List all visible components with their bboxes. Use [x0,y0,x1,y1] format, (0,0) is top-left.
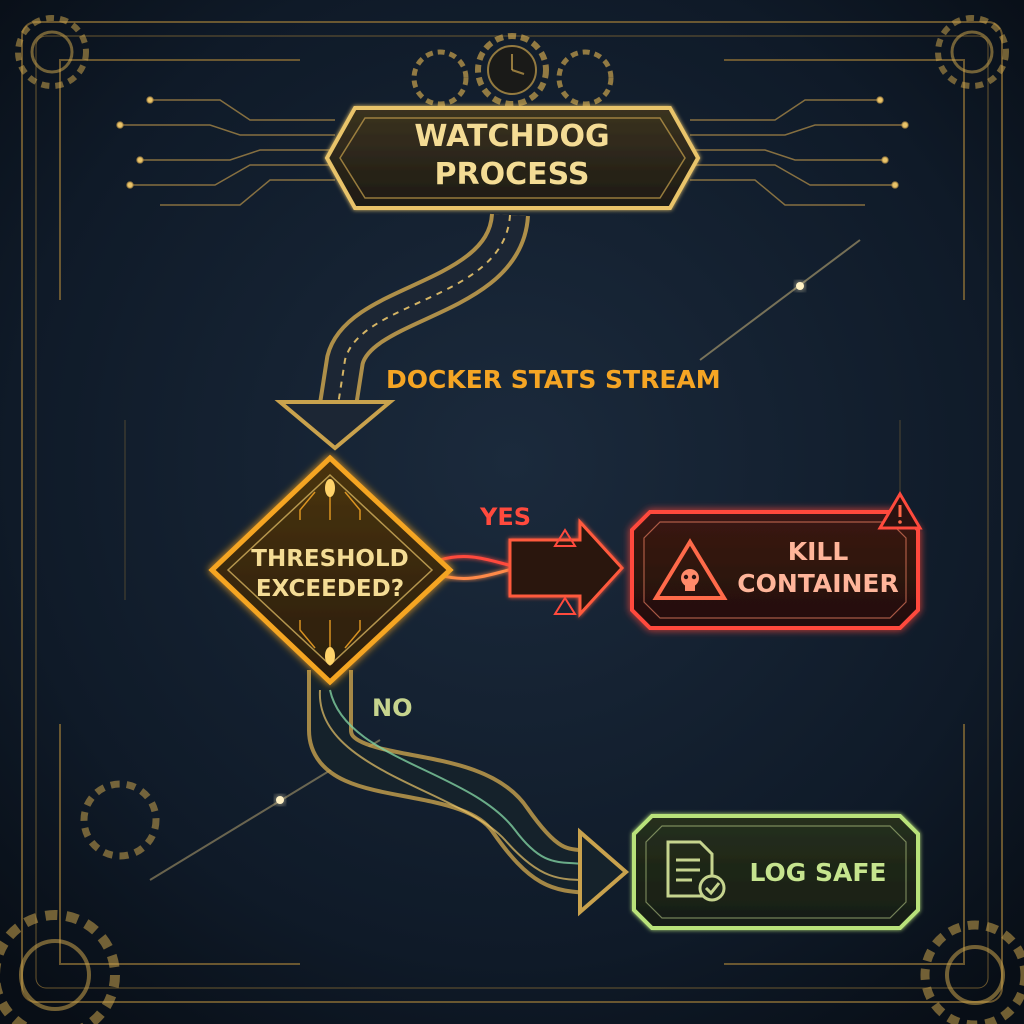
circuit-icon [299,479,361,665]
node-decision-line2: EXCEEDED? [256,576,404,602]
node-start-line1: WATCHDOG [414,119,609,154]
skull-warning-icon [652,538,728,600]
node-watchdog-process: WATCHDOG PROCESS [324,106,701,210]
edge-yes: YES [439,503,625,618]
node-threshold-decision: THRESHOLD EXCEEDED? [208,454,454,686]
clock-gear-icon [411,33,614,107]
edge-no: NO [307,670,630,917]
gear-icon [0,780,160,1024]
node-kill-line2: CONTAINER [737,569,899,598]
stream-arrowhead [274,400,396,451]
warning-icon [877,491,923,530]
circuit-traces [116,96,909,206]
node-kill-line1: KILL [788,537,849,566]
edge-label-no: NO [372,694,413,722]
node-kill-container: KILL CONTAINER [630,491,923,630]
no-arrowhead [578,827,630,917]
node-safe-label: LOG SAFE [749,858,886,887]
warning-icon [553,528,577,615]
edge-label-yes: YES [479,503,531,531]
node-log-safe: LOG SAFE [632,814,920,930]
gear-icon [935,15,1009,89]
gear-icon [15,15,89,89]
yes-arrowhead [508,518,625,618]
edge-stream [274,212,530,451]
node-decision-line1: THRESHOLD [251,546,408,572]
document-check-icon [666,840,726,902]
gear-icon [920,920,1024,1024]
edge-label-stream: DOCKER STATS STREAM [386,365,721,394]
node-start-line2: PROCESS [435,157,590,192]
